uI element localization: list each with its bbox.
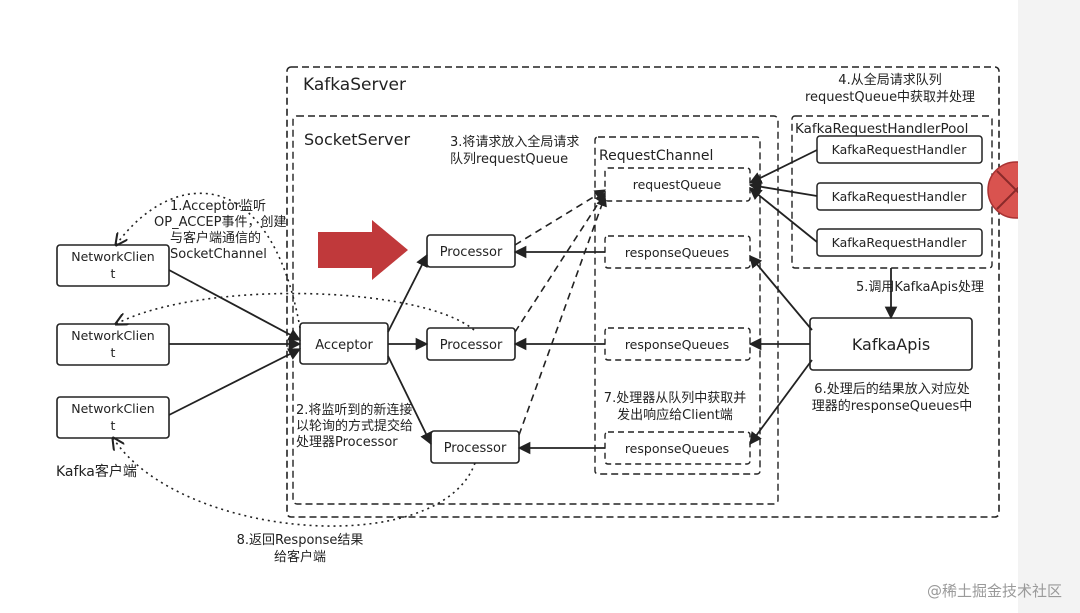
apis-to-response3 [749,359,813,446]
request-channel-label: RequestChannel [599,148,713,164]
svg-text:4.从全局请求队列: 4.从全局请求队列 [838,72,941,88]
step-1-note: 1.Acceptor监听 OP_ACCEP事件，创建 与客户端通信的 Socke… [154,199,286,262]
svg-text:NetworkClien: NetworkClien [71,249,154,264]
processor-2: Processor [426,327,516,361]
processor-3: Processor [430,430,520,464]
kafka-architecture-diagram: KafkaServer SocketServer RequestChannel … [56,66,1018,565]
svg-text:Processor: Processor [444,441,507,456]
acceptor-to-processor1 [387,253,428,333]
client3-to-acceptor [168,348,302,416]
handler1-to-request-queue [748,149,818,184]
request-channel-container [594,136,761,475]
svg-text:2.将监听到的新连接: 2.将监听到的新连接 [296,402,412,418]
kafka-apis-box: KafkaApis [809,317,973,371]
svg-text:t: t [111,418,116,433]
socket-server-label: SocketServer [304,130,410,149]
diagram-canvas: KafkaServer SocketServer RequestChannel … [0,0,1018,613]
svg-text:KafkaRequestHandler: KafkaRequestHandler [832,142,968,157]
kafka-request-handler-3: KafkaRequestHandler [816,228,983,257]
step-7-note: 7.处理器从队列中获取并 发出响应给Client端 [604,391,746,423]
svg-text:t: t [111,266,116,281]
svg-text:3.将请求放入全局请求: 3.将请求放入全局请求 [450,134,579,150]
step-3-note: 3.将请求放入全局请求 队列requestQueue [450,134,579,167]
svg-text:KafkaApis: KafkaApis [852,335,930,354]
network-client-3: NetworkClien t [56,396,170,439]
svg-text:SocketChannel: SocketChannel [170,247,267,262]
network-client-1: NetworkClien t [56,244,170,287]
apis-to-response1 [749,255,813,331]
step-5-note: 5.调用KafkaApis处理 [856,280,984,295]
svg-text:5.调用KafkaApis处理: 5.调用KafkaApis处理 [856,280,984,295]
response-queues-box-2: responseQueues [604,327,751,361]
acceptor-to-processor3 [387,355,432,446]
svg-text:7.处理器从队列中获取并: 7.处理器从队列中获取并 [604,391,746,406]
svg-text:理器的responseQueues中: 理器的responseQueues中 [812,398,973,414]
network-client-2: NetworkClien t [56,323,170,366]
svg-text:与客户端通信的: 与客户端通信的 [170,230,261,246]
watermark: @稀土掘金技术社区 [926,582,1062,600]
processor2-to-request-queue [514,192,606,333]
svg-text:6.处理后的结果放入对应处: 6.处理后的结果放入对应处 [814,381,969,397]
svg-text:OP_ACCEP事件，创建: OP_ACCEP事件，创建 [154,215,286,230]
svg-text:Processor: Processor [440,245,503,260]
curve-processor-to-client3 [113,438,476,527]
svg-text:1.Acceptor监听: 1.Acceptor监听 [170,199,266,214]
close-circle-icon [987,161,1018,219]
processor-1: Processor [426,234,516,268]
socket-server-container [292,115,779,505]
step-8-note: 8.返回Response结果 给客户端 [237,533,364,565]
acceptor-box: Acceptor [299,322,389,365]
svg-text:以轮询的方式提交给: 以轮询的方式提交给 [296,418,413,434]
response-queues-box-3: responseQueues [604,431,751,465]
svg-text:给客户端: 给客户端 [274,549,326,565]
svg-text:NetworkClien: NetworkClien [71,401,154,416]
curve-processor-to-client2 [116,292,475,331]
kafka-request-handler-2: KafkaRequestHandler [816,182,983,211]
svg-text:KafkaRequestHandler: KafkaRequestHandler [832,235,968,250]
svg-text:处理器Processor: 处理器Processor [296,435,398,450]
right-arrow-icon [318,220,408,280]
svg-text:8.返回Response结果: 8.返回Response结果 [237,533,364,548]
response-queues-box-1: responseQueues [604,235,751,269]
kafka-client-label: Kafka客户端 [56,463,137,480]
svg-text:发出响应给Client端: 发出响应给Client端 [617,407,733,423]
handler3-to-request-queue [749,187,818,243]
kafka-server-label: KafkaServer [303,75,406,95]
processor3-to-request-queue [518,194,607,436]
svg-text:responseQueues: responseQueues [625,441,729,456]
svg-text:responseQueues: responseQueues [625,337,729,352]
request-queue-box: requestQueue [604,167,751,202]
kafka-server-container [286,66,1000,518]
step-6-note: 6.处理后的结果放入对应处 理器的responseQueues中 [812,381,973,414]
svg-text:队列requestQueue: 队列requestQueue [450,152,568,167]
kafka-request-handler-1: KafkaRequestHandler [816,135,983,164]
step-4-note: 4.从全局请求队列 requestQueue中获取并处理 [805,72,975,105]
handler-pool-label: KafkaRequestHandlerPool [795,121,968,137]
svg-text:requestQueue中获取并处理: requestQueue中获取并处理 [805,90,975,105]
svg-text:responseQueues: responseQueues [625,245,729,260]
svg-text:Processor: Processor [440,338,503,353]
svg-text:Acceptor: Acceptor [315,338,373,353]
handler2-to-request-queue [748,180,818,197]
svg-text:KafkaRequestHandler: KafkaRequestHandler [832,189,968,204]
svg-text:t: t [111,345,116,360]
step-2-note: 2.将监听到的新连接 以轮询的方式提交给 处理器Processor [296,402,413,450]
svg-text:requestQueue: requestQueue [633,177,722,192]
processor1-to-request-queue [514,189,606,246]
svg-text:NetworkClien: NetworkClien [71,328,154,343]
client1-to-acceptor [168,269,302,341]
